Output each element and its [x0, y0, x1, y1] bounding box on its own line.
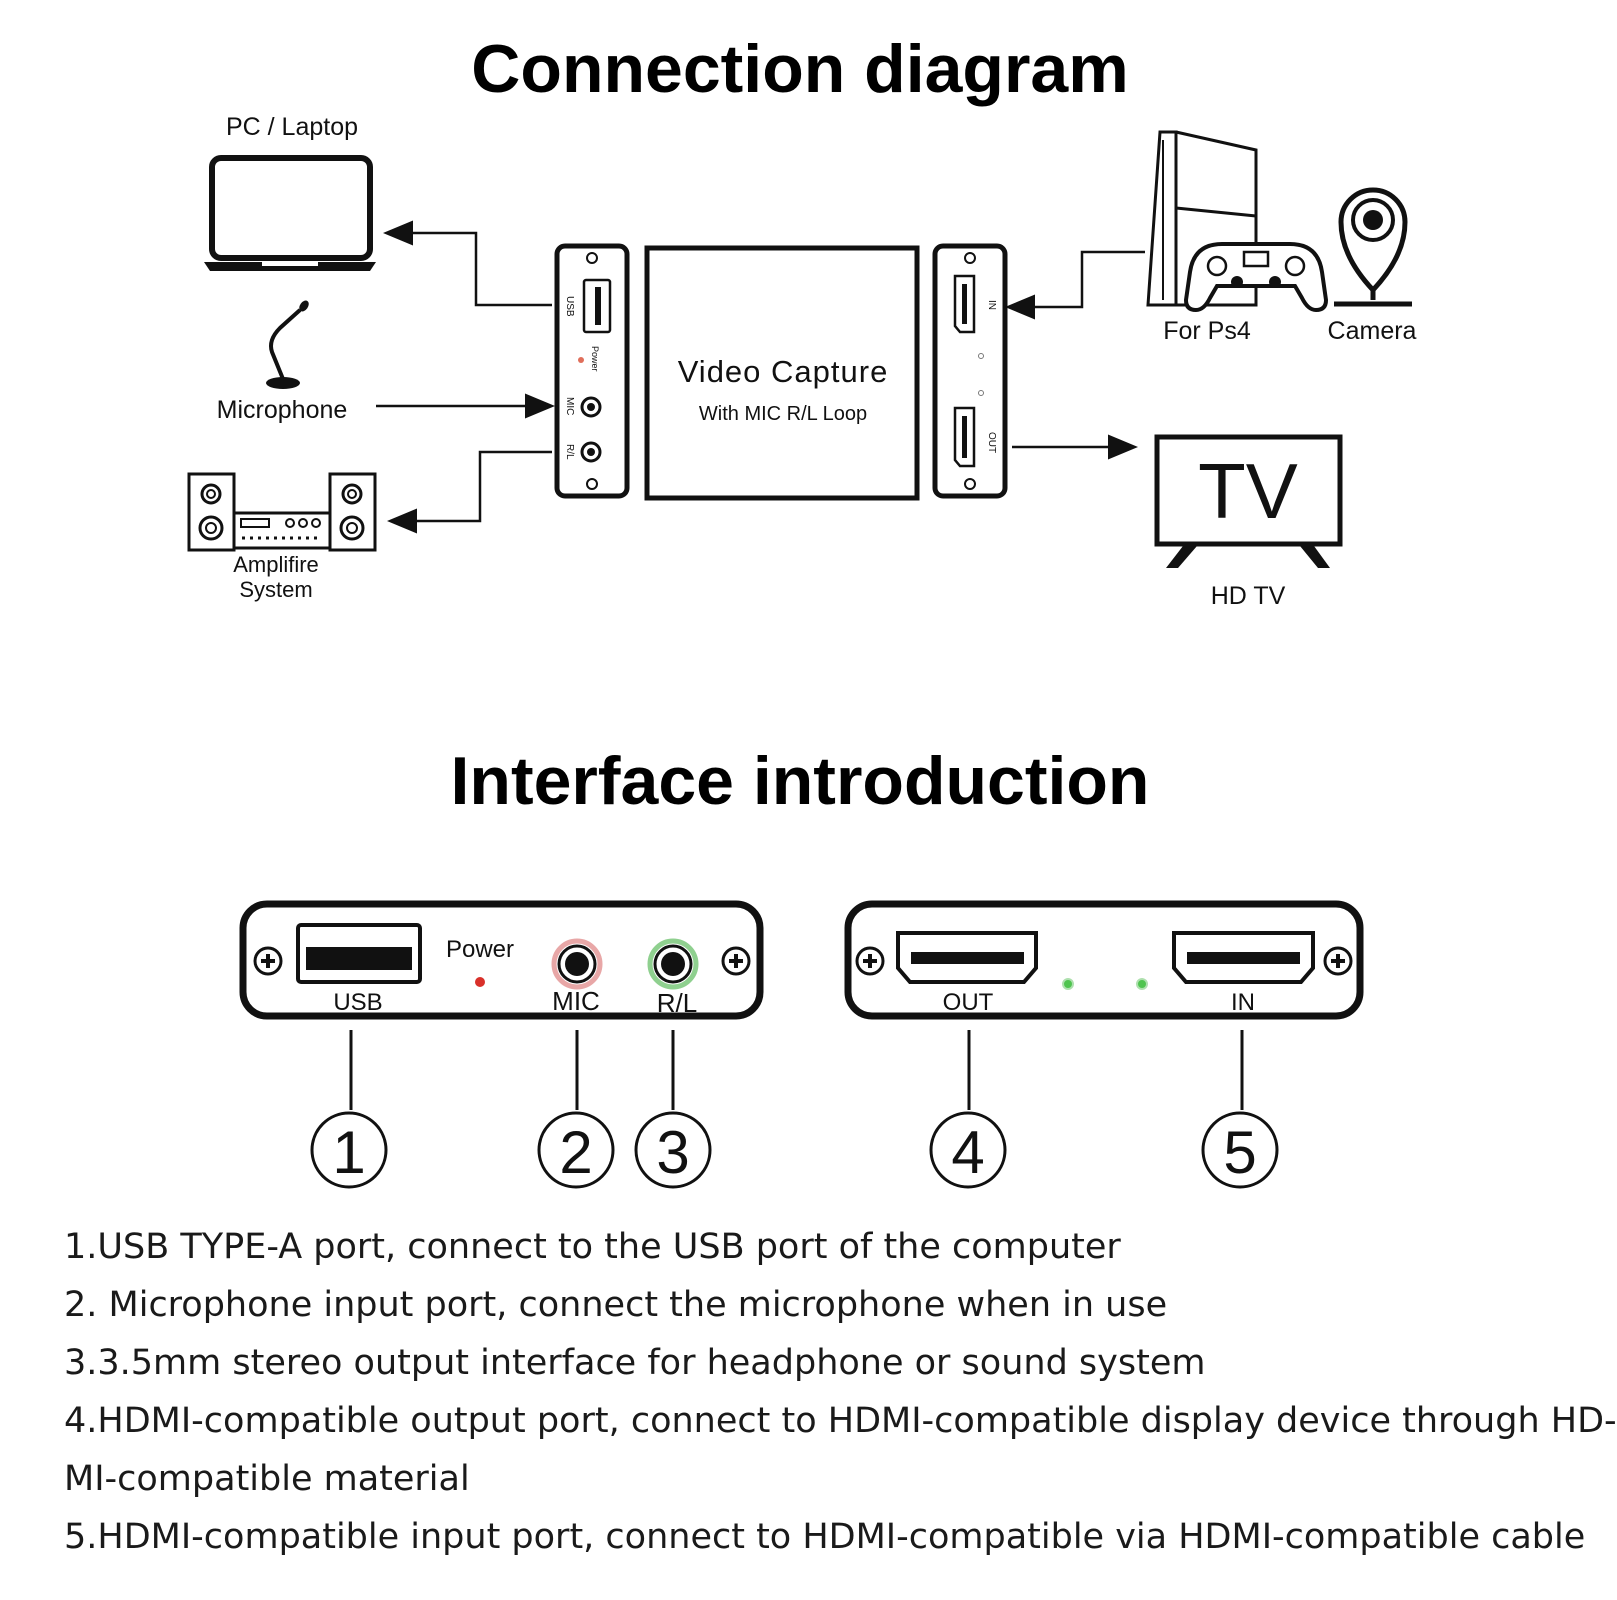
device-subtitle: With MIC R/L Loop [699, 403, 867, 425]
pc-label: PC / Laptop [226, 113, 358, 141]
interface-usb-label: USB [333, 989, 382, 1016]
device-left-panel: USB Power MIC R/L [554, 243, 630, 499]
callout-5: 5 [1201, 1111, 1279, 1189]
callout-1: 1 [310, 1111, 388, 1189]
usb-port [296, 923, 422, 984]
amplifier-icon [187, 472, 377, 552]
camera-icon [1334, 187, 1412, 307]
callout-4-number: 4 [951, 1119, 984, 1186]
tv-icon [1154, 434, 1343, 568]
video-capture-device [644, 245, 920, 501]
mic-port-ring [551, 938, 603, 990]
interface-power-label: Power [446, 936, 514, 963]
status-led-1 [1062, 978, 1074, 990]
interface-diagram: USB Power MIC R/L OUT IN 1 2 3 4 [239, 900, 1364, 1189]
camera-label: Camera [1328, 317, 1417, 345]
left-panel-usb-label: USB [564, 296, 575, 317]
description-line-3: 3.3.5mm stereo output interface for head… [64, 1343, 1206, 1383]
callout-4: 4 [929, 1111, 1007, 1189]
right-panel-in-label: IN [986, 300, 997, 310]
interface-mic-label: MIC [552, 986, 600, 1016]
description-line-5: MI-compatible material [64, 1459, 470, 1499]
device-title: Video Capture [678, 354, 889, 389]
rl-port-ring [647, 938, 699, 990]
tv-screen-text: TV [1198, 447, 1298, 535]
callout-2-number: 2 [559, 1119, 592, 1186]
hdmi-in-port [1172, 931, 1315, 984]
arrow-rl-to-amp [387, 450, 552, 534]
arrow-ps4-to-device [1005, 250, 1145, 320]
description-line-6: 5.HDMI-compatible input port, connect to… [64, 1517, 1586, 1557]
callout-3-number: 3 [656, 1119, 689, 1186]
description-list: 1.USB TYPE-A port, connect to the USB po… [64, 1218, 1617, 1566]
arrow-usb-to-pc [383, 220, 552, 307]
description-line-2: 2. Microphone input port, connect the mi… [64, 1285, 1168, 1325]
description-line-1: 1.USB TYPE-A port, connect to the USB po… [64, 1227, 1121, 1267]
device-right-panel: IN OUT [932, 243, 1008, 499]
left-panel-power-label: Power [590, 346, 600, 372]
laptop-icon [204, 155, 376, 271]
left-panel-mic-label: MIC [564, 397, 575, 415]
callout-5-number: 5 [1223, 1119, 1256, 1186]
callout-2: 2 [537, 1111, 615, 1189]
ps4-label: For Ps4 [1163, 317, 1251, 345]
power-led [475, 977, 485, 987]
interface-right-panel: OUT IN [844, 900, 1364, 1020]
interface-in-label: IN [1231, 989, 1255, 1016]
interface-left-panel: USB Power MIC R/L [239, 900, 764, 1020]
callout-1-number: 1 [332, 1119, 365, 1186]
microphone-label: Microphone [217, 396, 348, 424]
amplifier-label-line1: Amplifire [233, 552, 319, 577]
amplifier-label-line2: System [239, 577, 312, 602]
right-panel-out-label: OUT [986, 432, 997, 453]
connection-diagram-title: Connection diagram [471, 31, 1129, 107]
ps4-icon [1146, 130, 1329, 313]
connection-diagram: PC / Laptop Microphone Amplifire System [187, 113, 1417, 610]
left-panel-rl-label: R/L [564, 444, 575, 460]
interface-introduction-title: Interface introduction [450, 743, 1150, 819]
tv-label: HD TV [1211, 582, 1286, 610]
callout-3: 3 [634, 1111, 712, 1189]
interface-out-label: OUT [943, 989, 994, 1016]
status-led-2 [1136, 978, 1148, 990]
description-line-4: 4.HDMI-compatible output port, connect t… [64, 1401, 1617, 1441]
interface-rl-label: R/L [657, 988, 697, 1018]
hdmi-out-port [896, 931, 1038, 984]
microphone-icon [266, 300, 309, 389]
